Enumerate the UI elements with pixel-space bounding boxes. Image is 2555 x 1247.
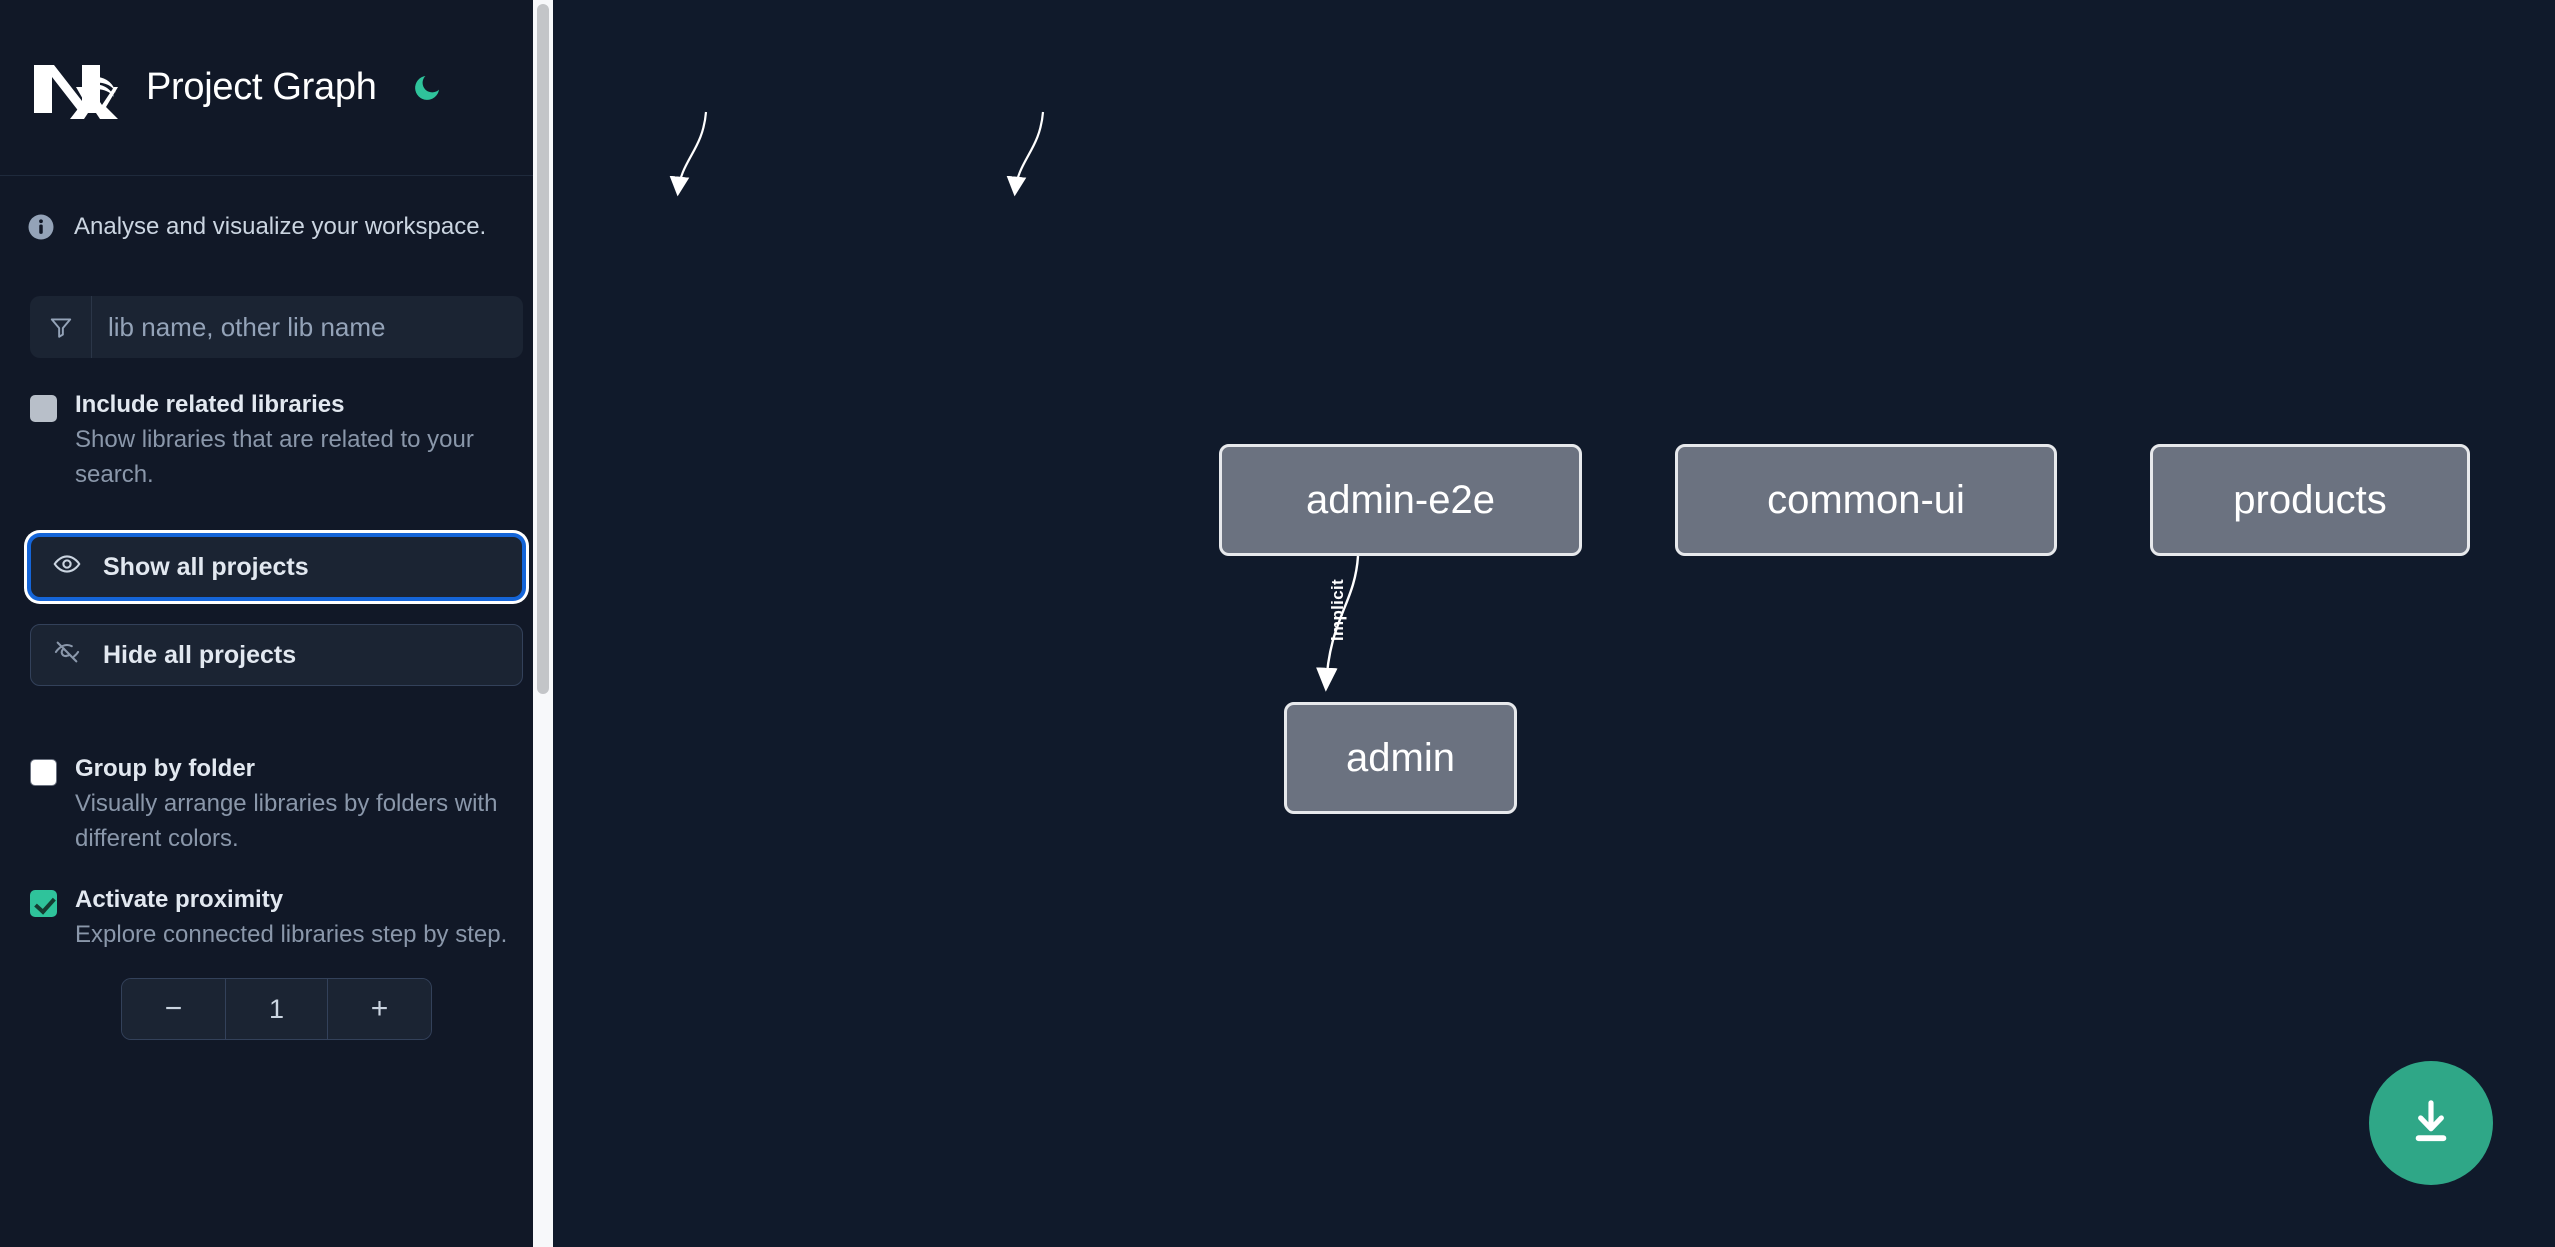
sidebar: Project Graph Analyse and visualize yo — [0, 0, 553, 1247]
hide-all-projects-block: Hide all projects — [0, 624, 553, 687]
search-row — [0, 242, 553, 358]
option-text: Include related libraries Show libraries… — [75, 388, 523, 492]
page-title: Project Graph — [146, 66, 377, 108]
sidebar-scrollbar-thumb[interactable] — [537, 4, 549, 694]
option-label: Group by folder — [75, 755, 255, 783]
download-image-button[interactable] — [2369, 1061, 2493, 1185]
proximity-stepper: − 1 + — [121, 978, 432, 1041]
search-input[interactable] — [92, 296, 523, 358]
sidebar-header: Project Graph — [0, 0, 553, 176]
sidebar-content: Project Graph Analyse and visualize yo — [0, 0, 553, 1041]
hide-all-projects-button[interactable]: Hide all projects — [30, 624, 523, 687]
filter-icon — [30, 296, 92, 358]
activate-proximity-checkbox[interactable] — [30, 889, 57, 917]
graph-node-common-ui[interactable]: common-ui — [1675, 444, 2057, 556]
nx-logo — [26, 57, 118, 119]
show-all-projects-block: Show all projects — [0, 536, 553, 599]
option-label: Activate proximity — [75, 885, 284, 913]
option-description: Visually arrange libraries by folders wi… — [75, 790, 498, 852]
option-include-related-libraries[interactable]: Include related libraries Show libraries… — [0, 358, 553, 492]
proximity-value[interactable]: 1 — [225, 979, 328, 1040]
download-icon — [2404, 1095, 2458, 1152]
group-by-folder-checkbox[interactable] — [30, 759, 57, 787]
search-box[interactable] — [30, 296, 523, 358]
option-text: Activate proximity Explore connected lib… — [75, 883, 507, 953]
proximity-stepper-wrap: − 1 + — [0, 952, 553, 1041]
show-all-projects-button[interactable]: Show all projects — [30, 536, 523, 599]
info-icon — [26, 212, 56, 242]
graph-node-admin-e2e[interactable]: admin-e2e — [1219, 444, 1582, 556]
sidebar-scrollbar[interactable] — [533, 0, 553, 1247]
eye-off-icon — [53, 638, 81, 673]
graph-edges — [669, 111, 1045, 197]
proximity-decrement-button[interactable]: − — [122, 979, 225, 1040]
edge-label-implicit-admin: implicit — [1327, 579, 1347, 641]
option-text: Group by folder Visually arrange librari… — [75, 752, 523, 856]
show-all-projects-label: Show all projects — [103, 552, 309, 581]
proximity-increment-button[interactable]: + — [328, 979, 431, 1040]
option-group-by-folder[interactable]: Group by folder Visually arrange librari… — [0, 726, 553, 856]
workspace-tagline: Analyse and visualize your workspace. — [0, 176, 553, 242]
tagline-text: Analyse and visualize your workspace. — [74, 213, 487, 240]
option-activate-proximity[interactable]: Activate proximity Explore connected lib… — [0, 857, 553, 953]
eye-icon — [53, 550, 81, 585]
include-related-libraries-checkbox[interactable] — [30, 395, 57, 422]
option-description: Show libraries that are related to your … — [75, 425, 474, 488]
hide-all-projects-label: Hide all projects — [103, 640, 297, 669]
option-label: Include related libraries — [75, 391, 345, 418]
graph-edge-paths — [1316, 555, 1360, 692]
graph-canvas[interactable]: implicit implicit admin-e2e common-ui pr… — [553, 0, 2555, 1247]
option-description: Explore connected libraries step by step… — [75, 920, 508, 948]
graph-node-admin[interactable]: admin — [1284, 702, 1517, 814]
graph-node-products[interactable]: products — [2150, 444, 2470, 556]
moon-icon[interactable] — [407, 68, 447, 108]
